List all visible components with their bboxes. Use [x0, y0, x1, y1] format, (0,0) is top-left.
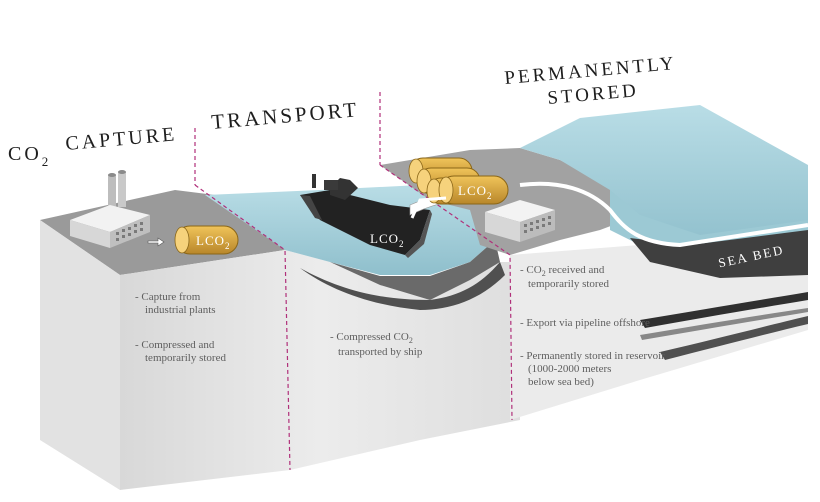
stored-note-permanent-line3: below sea bed)	[528, 376, 594, 388]
stored-note-permanent-line1: - Permanently stored in reservoir	[520, 350, 665, 362]
sea-bed-band	[630, 230, 808, 278]
stored-note-received-line1: - CO2 received and	[520, 264, 605, 278]
capture-lco2-label: LCO2	[196, 233, 231, 251]
stored-lco2-label: LCO2	[458, 183, 493, 201]
stored-note-received-line2: temporarily stored	[528, 278, 609, 290]
capture-notes: - Capture from industrial plants - Compr…	[135, 291, 226, 364]
capture-co2-prefix: CO2	[8, 143, 51, 169]
sea-deep-band	[610, 190, 808, 250]
transfer-pipe	[410, 196, 447, 219]
transport-channel-bottom	[285, 240, 500, 300]
stored-notes: - CO2 received and temporarily stored - …	[520, 264, 665, 388]
capture-note-1-line1: - Capture from	[135, 291, 201, 303]
warehouse-icon	[485, 200, 555, 242]
capture-note-1-line2: industrial plants	[145, 304, 216, 316]
transport-title: TRANSPORT	[210, 97, 360, 134]
capture-note-2-line1: - Compressed and	[135, 339, 215, 351]
offshore-pipeline	[519, 181, 809, 248]
arrow-right-icon	[147, 237, 165, 247]
block-front-face	[40, 220, 120, 490]
divider-capture-transport-lower	[194, 184, 291, 471]
stored-note-export: - Export via pipeline offshore	[520, 317, 650, 329]
stage-dividers	[194, 92, 513, 471]
transport-channel-floor	[300, 262, 505, 310]
storage-tank-4	[438, 175, 509, 205]
capture-note-2-line2: temporarily stored	[145, 352, 226, 364]
stored-note-permanent-line2: (1000-2000 meters	[528, 363, 611, 375]
capture-lco2-tank	[174, 225, 239, 255]
block-side-face	[120, 250, 520, 490]
sea-surface	[520, 105, 808, 250]
ship-lco2-label: LCO2	[370, 231, 405, 249]
reservoir-layer-1	[640, 292, 808, 328]
factory-icon	[70, 170, 150, 248]
stored-front-face	[510, 240, 808, 420]
transport-notes: - Compressed CO2 transported by ship	[330, 331, 423, 358]
stored-title-line2: STORED	[547, 80, 640, 109]
transport-note-line2: transported by ship	[338, 346, 423, 358]
reservoir-layer-2	[660, 316, 808, 360]
ship-icon	[300, 174, 432, 258]
reservoir-layer-3	[640, 308, 808, 340]
transport-note-line1: - Compressed CO2	[330, 331, 413, 345]
capture-title: CAPTURE	[65, 123, 179, 155]
divider-transport-stored-lower	[379, 164, 513, 421]
